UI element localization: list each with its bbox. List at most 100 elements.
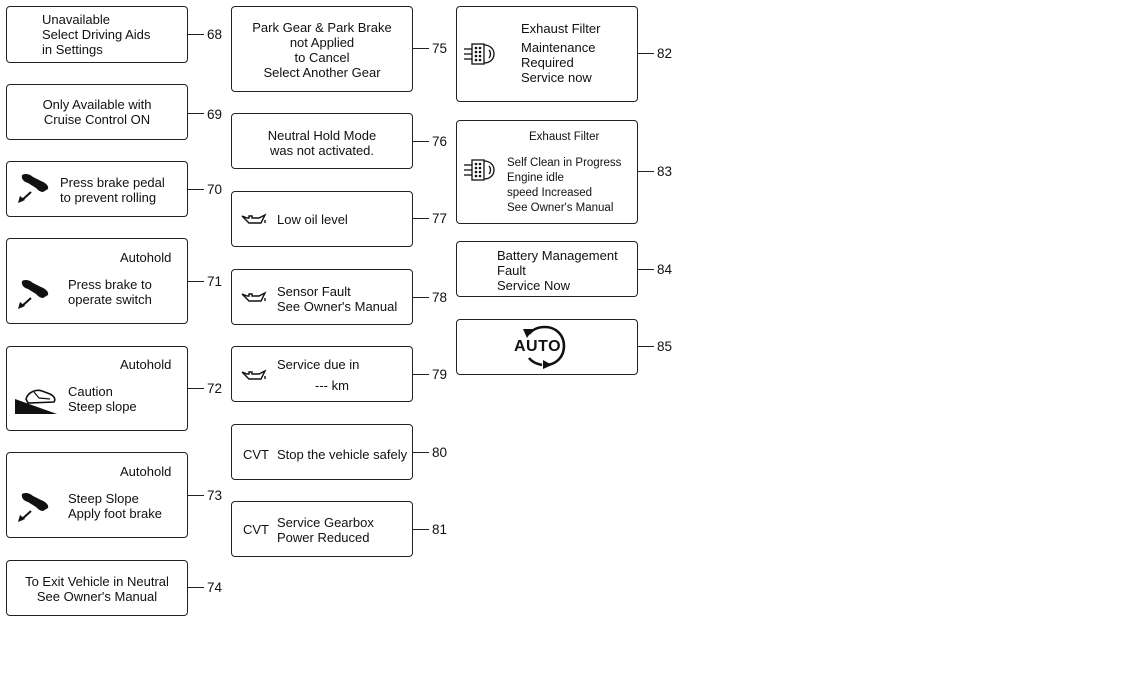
callout-number-81: 81 <box>432 522 448 537</box>
foot-pedal-icon <box>18 173 49 203</box>
message-box-69 <box>6 84 188 140</box>
oil-can-icon <box>241 291 267 302</box>
message-81-line-1: Service Gearbox <box>277 515 374 530</box>
message-69-line-2: Cruise Control ON <box>43 112 151 127</box>
message-box-73 <box>6 452 188 538</box>
exhaust-filter-icon <box>464 43 495 65</box>
message-84-line-3: Service Now <box>497 278 570 293</box>
leader-line-78 <box>413 297 429 298</box>
leader-line-80 <box>413 452 429 453</box>
message-82-header: Exhaust Filter <box>521 21 601 36</box>
message-81-prefix: CVT <box>243 522 269 537</box>
message-box-79 <box>231 346 413 402</box>
oil-can-icon <box>241 369 267 380</box>
message-82-line-3: Service now <box>521 70 592 85</box>
message-78-line-1: Sensor Fault <box>277 284 351 299</box>
message-68-line-2: Select Driving Aids <box>42 27 151 42</box>
oil-can-icon <box>241 213 267 224</box>
message-80-line-1: Stop the vehicle safely <box>277 447 408 462</box>
message-77-line-1: Low oil level <box>277 212 348 227</box>
message-box-81 <box>231 501 413 557</box>
leader-line-75 <box>413 48 429 49</box>
message-68-line-3: in Settings <box>42 42 103 57</box>
message-68-line-1: Unavailable <box>42 12 110 27</box>
message-83-line-4: See Owner's Manual <box>507 202 614 214</box>
leader-line-79 <box>413 374 429 375</box>
message-82-line-2: Required <box>521 55 574 70</box>
leader-line-71 <box>188 281 204 282</box>
message-box-83 <box>456 120 638 224</box>
message-71-line-2: operate switch <box>68 292 152 307</box>
callout-number-71: 71 <box>207 274 223 289</box>
callout-number-69: 69 <box>207 107 223 122</box>
callout-number-70: 70 <box>207 182 223 197</box>
steep-slope-icon <box>15 389 57 414</box>
leader-line-70 <box>188 189 204 190</box>
foot-pedal-icon <box>18 279 49 309</box>
message-70-line-2: to prevent rolling <box>60 190 157 205</box>
message-box-78 <box>231 269 413 325</box>
message-box-77 <box>231 191 413 247</box>
message-73-header: Autohold <box>120 464 172 479</box>
callout-number-82: 82 <box>657 46 673 61</box>
message-75-line-3: to Cancel <box>294 50 350 65</box>
message-79-line-2: --- km <box>315 378 349 393</box>
message-box-84 <box>456 241 638 297</box>
message-71-header: Autohold <box>120 250 172 265</box>
leader-line-76 <box>413 141 429 142</box>
message-box-75 <box>231 6 413 92</box>
message-73-line-1: Steep Slope <box>68 491 139 506</box>
message-75-line-4: Select Another Gear <box>263 65 381 80</box>
callout-number-74: 74 <box>207 580 223 595</box>
message-75-line-1: Park Gear & Park Brake <box>252 20 392 35</box>
callout-number-78: 78 <box>432 290 448 305</box>
message-76-line-1: Neutral Hold Mode <box>267 128 377 143</box>
auto-label: AUTO <box>514 338 562 355</box>
message-82-line-1: Maintenance <box>521 40 596 55</box>
callout-number-72: 72 <box>207 381 223 396</box>
callout-number-76: 76 <box>432 134 448 149</box>
callout-number-83: 83 <box>657 164 673 179</box>
leader-line-84 <box>638 269 654 270</box>
message-box-76 <box>231 113 413 169</box>
leader-line-81 <box>413 529 429 530</box>
message-72-header: Autohold <box>120 357 172 372</box>
leader-line-74 <box>188 587 204 588</box>
message-box-80 <box>231 424 413 480</box>
callout-number-84: 84 <box>657 262 673 277</box>
message-73-line-2: Apply foot brake <box>68 506 162 521</box>
message-83-header: Exhaust Filter <box>529 131 600 143</box>
message-74-line-1: To Exit Vehicle in Neutral <box>25 574 169 589</box>
leader-line-68 <box>188 34 204 35</box>
message-71-line-1: Press brake to <box>68 277 152 292</box>
leader-line-73 <box>188 495 204 496</box>
message-box-71 <box>6 238 188 324</box>
callout-number-77: 77 <box>432 211 448 226</box>
message-80-prefix: CVT <box>243 447 269 462</box>
message-76-line-2: was not activated. <box>269 143 375 158</box>
foot-pedal-icon <box>18 492 49 522</box>
message-box-70 <box>6 161 188 217</box>
message-79-line-1: Service due in <box>277 357 360 372</box>
message-83-line-3: speed Increased <box>507 187 593 199</box>
message-74-line-2: See Owner's Manual <box>36 589 158 604</box>
leader-line-85 <box>638 346 654 347</box>
leader-line-72 <box>188 388 204 389</box>
callout-number-80: 80 <box>432 445 448 460</box>
message-72-line-1: Caution <box>68 384 113 399</box>
message-75-line-2: not Applied <box>289 35 355 50</box>
message-box-72 <box>6 346 188 431</box>
callout-number-68: 68 <box>207 27 223 42</box>
leader-line-82 <box>638 53 654 54</box>
callout-number-75: 75 <box>432 41 448 56</box>
auto-cycle-icon <box>523 325 566 369</box>
message-83-line-2: Engine idle <box>507 172 564 184</box>
leader-line-83 <box>638 171 654 172</box>
leader-line-69 <box>188 113 204 114</box>
message-box-82 <box>456 6 638 102</box>
message-70-line-1: Press brake pedal <box>60 175 165 190</box>
message-84-line-2: Fault <box>497 263 526 278</box>
message-78-line-2: See Owner's Manual <box>277 299 398 314</box>
message-84-line-1: Battery Management <box>497 248 618 263</box>
message-83-line-1: Self Clean in Progress <box>507 157 622 169</box>
